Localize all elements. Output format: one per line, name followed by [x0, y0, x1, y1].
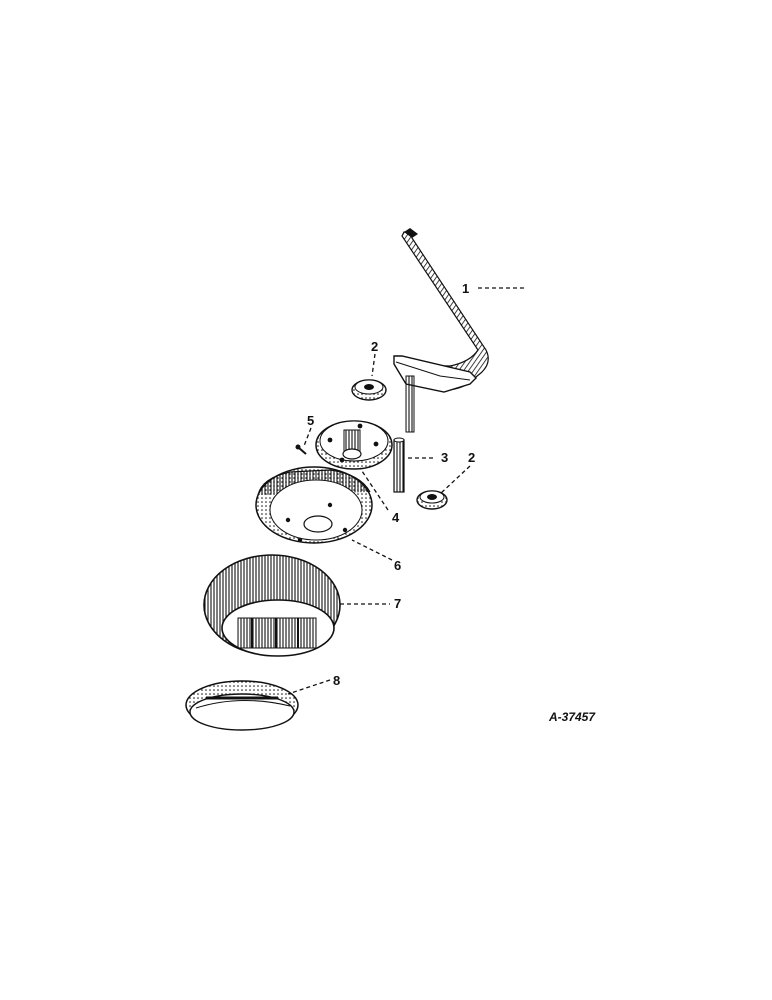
washer-part-lower — [416, 490, 448, 510]
washer-part-upper — [351, 379, 387, 401]
callout-2b: 2 — [468, 450, 475, 465]
hub-flange-part — [315, 420, 393, 470]
wheel-disc-part — [255, 466, 373, 544]
axle-pin-part — [393, 437, 405, 493]
axle-arm-part — [393, 228, 489, 433]
leader-line-2a — [371, 353, 376, 377]
leader-line-8 — [287, 679, 331, 695]
callout-4: 4 — [392, 510, 400, 525]
tire-part — [203, 554, 341, 657]
leader-line-4 — [359, 467, 389, 511]
callout-3: 3 — [441, 450, 448, 465]
callout-8: 8 — [333, 673, 340, 688]
leader-line-5 — [303, 427, 312, 447]
callout-5: 5 — [307, 413, 314, 428]
figure-id: A-37457 — [548, 710, 596, 724]
leader-line-2b — [439, 465, 471, 495]
callout-2a: 2 — [371, 339, 378, 354]
callout-1: 1 — [462, 281, 469, 296]
set-screw-part — [295, 444, 307, 455]
hub-cap-part — [185, 680, 299, 731]
leader-line-6 — [351, 539, 393, 561]
callout-7: 7 — [394, 596, 401, 611]
callout-6: 6 — [394, 558, 401, 573]
